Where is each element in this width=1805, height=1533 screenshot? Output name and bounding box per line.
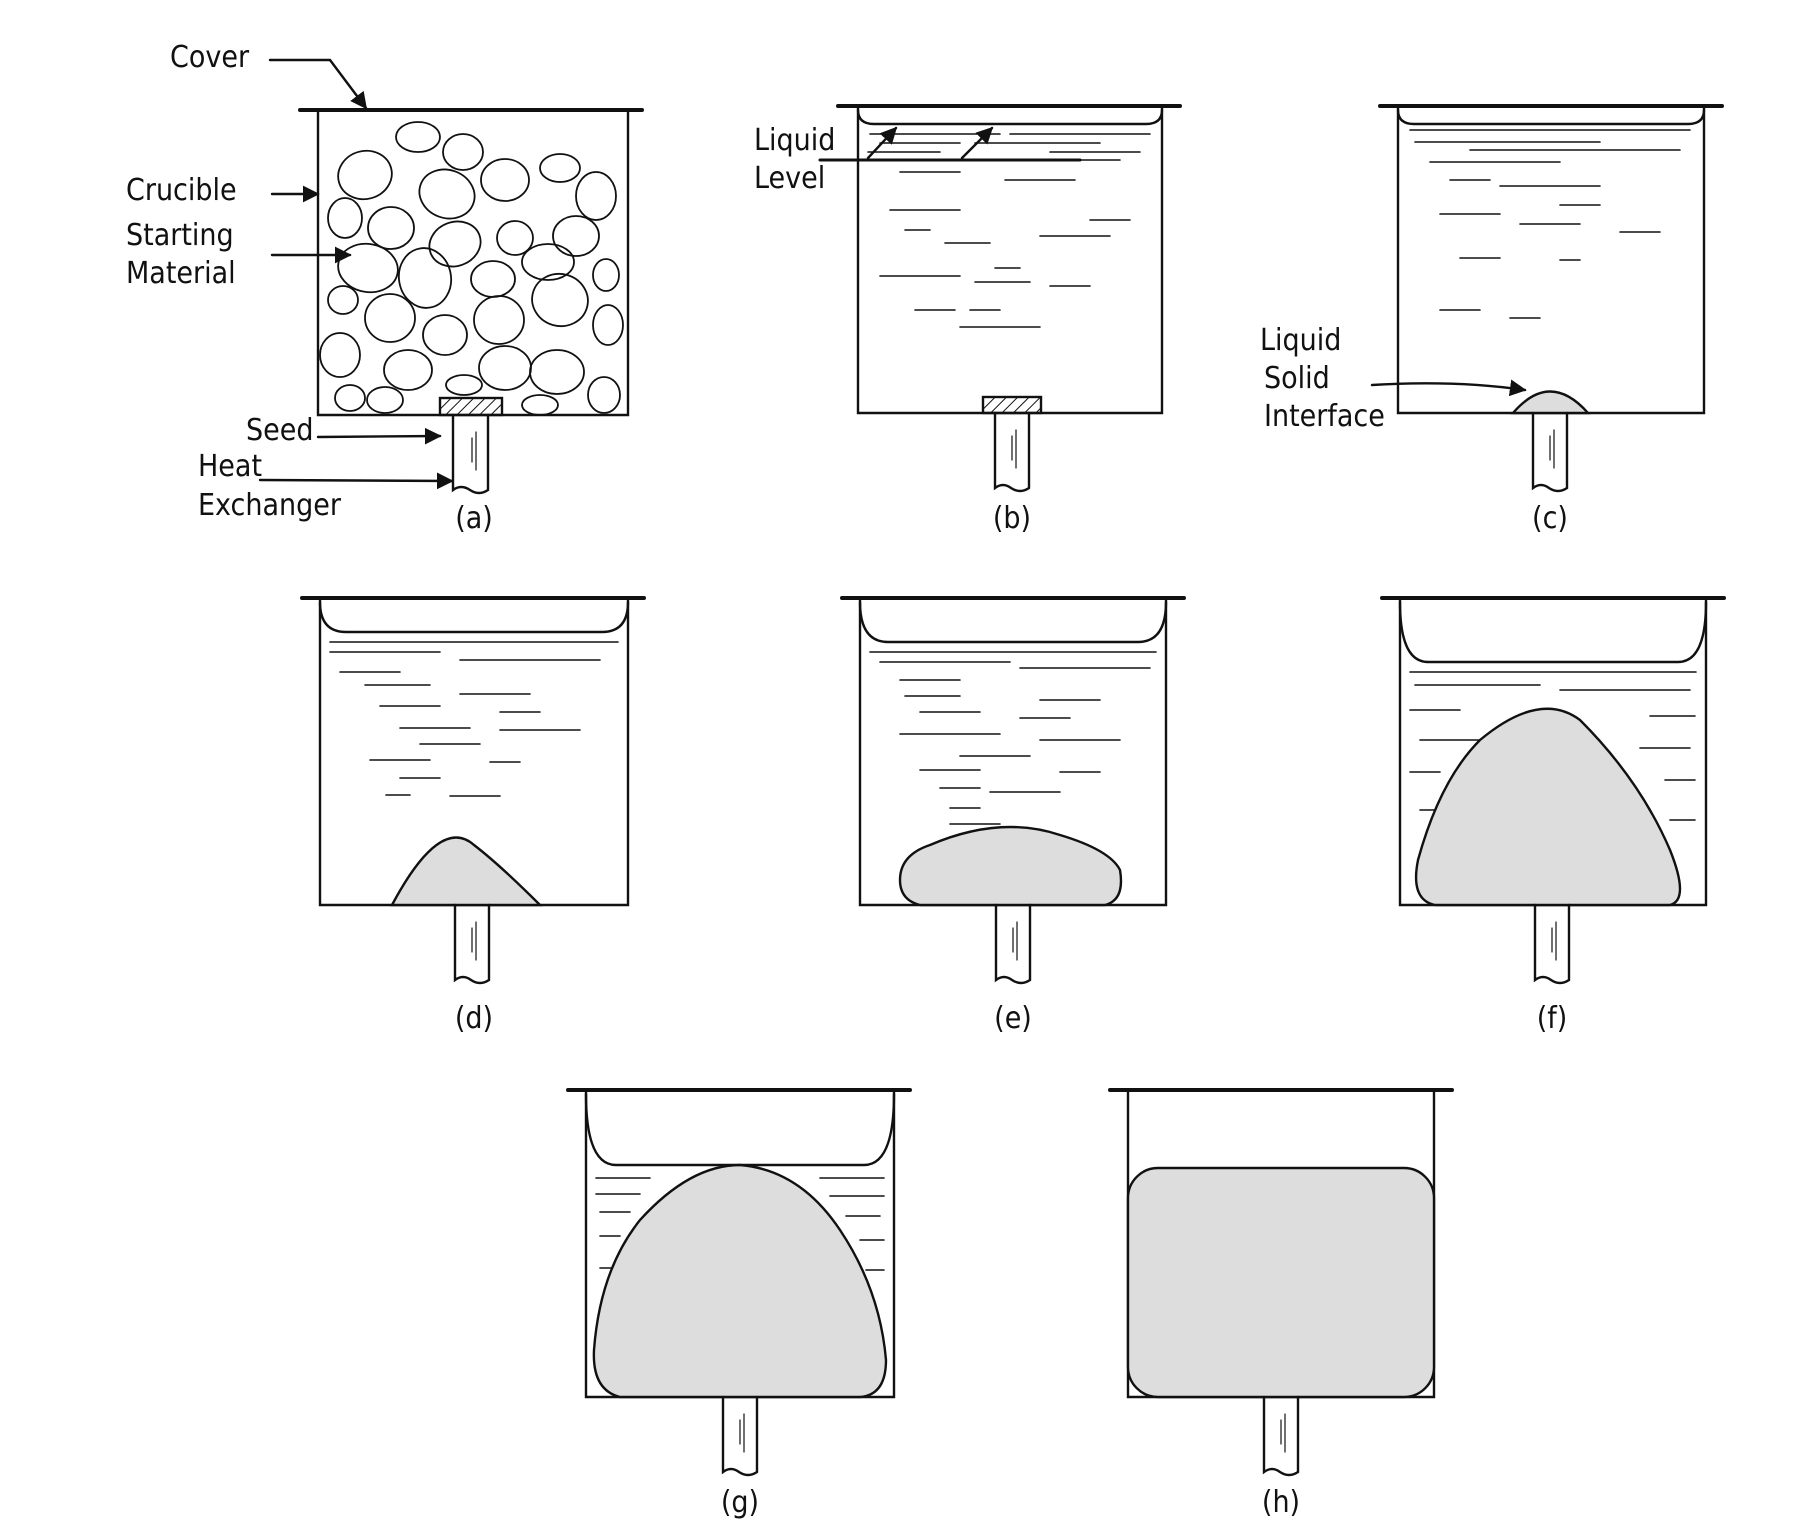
heat-exchanger-tube-g — [721, 1395, 759, 1477]
panel-h-crucible — [1108, 1088, 1454, 1477]
label-liquid-c: Liquid — [1260, 323, 1341, 358]
heat-exchanger-tube-c — [1531, 411, 1569, 493]
caption-c: (c) — [1532, 501, 1568, 536]
heat-exchanger-tube — [451, 413, 490, 495]
liquid-lines-f — [1409, 671, 1697, 821]
liquid-lines-c — [1409, 129, 1691, 319]
label-liquid-b: Liquid — [754, 123, 835, 158]
seed-crystal — [438, 396, 504, 417]
caption-g: (g) — [721, 1485, 759, 1520]
solid-crystal-e — [898, 825, 1123, 907]
panel-f-crucible — [1380, 596, 1726, 985]
panel-a-crucible — [258, 58, 644, 495]
caption-a: (a) — [455, 501, 493, 536]
heat-exchanger-tube-b — [993, 411, 1031, 493]
label-material: Material — [126, 256, 236, 291]
liquid-lines-g — [595, 1177, 885, 1271]
caption-h: (h) — [1262, 1485, 1300, 1520]
panel-c-crucible — [1370, 104, 1724, 493]
label-interface: Interface — [1264, 399, 1385, 434]
solid-crystal-d — [389, 836, 543, 907]
caption-d: (d) — [455, 1001, 493, 1036]
seed-crystal-b — [981, 395, 1043, 415]
starting-material-lumps — [319, 121, 624, 416]
label-heat: Heat — [198, 449, 262, 484]
caption-f: (f) — [1537, 1001, 1568, 1036]
solid-crystal-g — [592, 1163, 888, 1399]
solid-crystal-h — [1126, 1166, 1436, 1399]
liquid-lines-e — [869, 651, 1157, 825]
panel-d-crucible — [300, 596, 646, 985]
label-seed: Seed — [246, 413, 314, 448]
label-solid: Solid — [1264, 361, 1330, 396]
heat-exchanger-tube-e — [994, 903, 1032, 985]
label-starting: Starting — [126, 218, 234, 253]
label-exchanger: Exchanger — [198, 488, 342, 523]
panel-e-crucible — [840, 596, 1186, 985]
label-level: Level — [754, 161, 825, 196]
panel-g-crucible — [566, 1088, 912, 1477]
caption-e: (e) — [994, 1001, 1032, 1036]
label-cover: Cover — [170, 40, 250, 75]
liquid-lines-b — [867, 133, 1151, 328]
heat-exchanger-tube-f — [1533, 903, 1571, 985]
solid-crystal-f — [1414, 707, 1682, 907]
panel-b-crucible — [818, 104, 1182, 493]
heat-exchanger-tube-d — [453, 903, 491, 985]
liquid-lines-d — [329, 641, 619, 797]
solid-nucleus-c — [1510, 390, 1591, 415]
label-crucible: Crucible — [126, 173, 237, 208]
caption-b: (b) — [993, 501, 1031, 536]
heat-exchanger-tube-h — [1262, 1395, 1300, 1477]
